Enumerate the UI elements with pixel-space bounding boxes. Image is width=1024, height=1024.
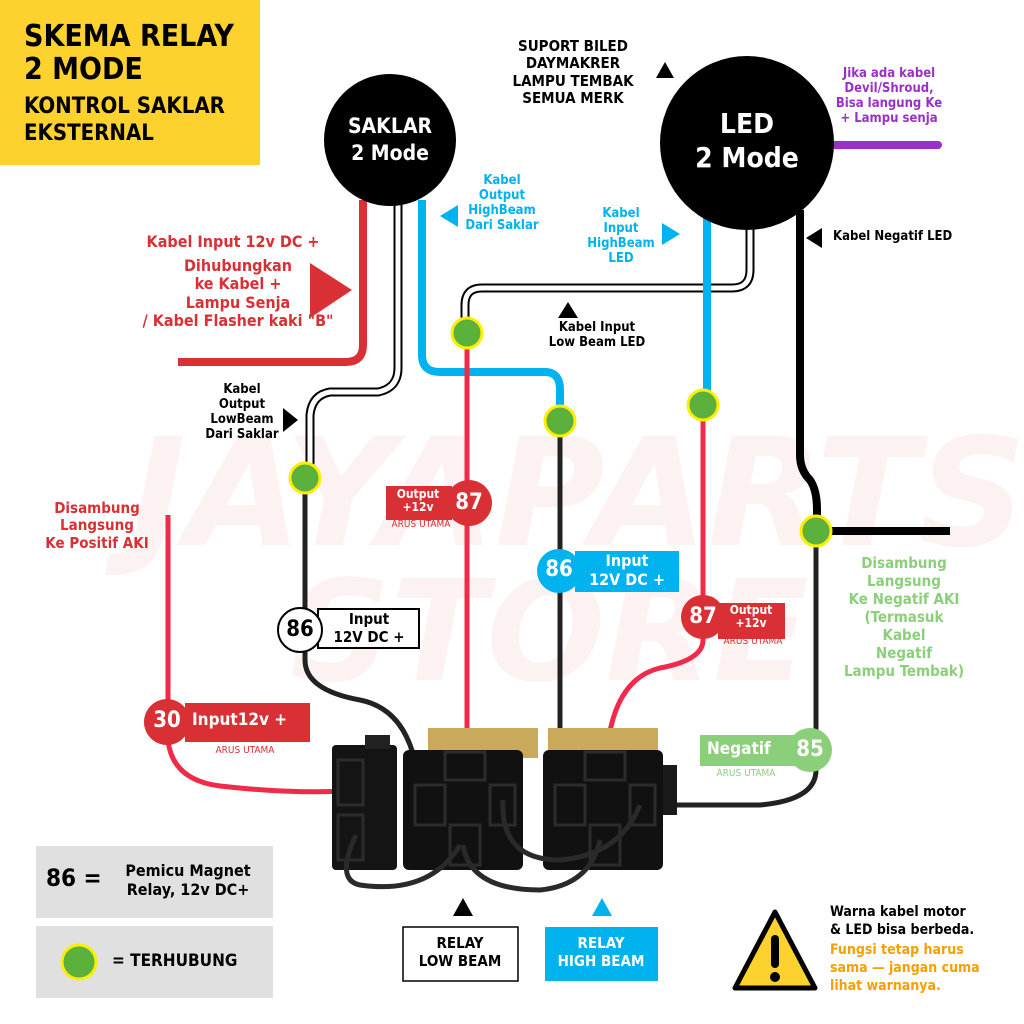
arrow-left-icon <box>806 228 822 248</box>
pin-87-low-number: 87 <box>455 490 483 515</box>
relay-high-label-box <box>545 927 658 981</box>
relay-block <box>332 728 677 893</box>
badge-87-high-circle <box>681 595 725 639</box>
connection-dot <box>686 388 720 422</box>
label-input-lowbeam-led: Kabel Input Low Beam LED <box>548 320 646 350</box>
led-title: LED <box>719 107 775 140</box>
legend-dot <box>60 943 98 981</box>
connection-dot <box>450 316 484 350</box>
triangle-up-icon <box>656 62 674 78</box>
pin-86-low-label: Input 12V DC + <box>333 610 405 646</box>
triangle-up-icon <box>453 898 473 916</box>
relay-low-label-box <box>402 926 519 982</box>
badge-86-low-circle <box>277 607 323 653</box>
pin-87-low-label: Output +12v <box>396 487 440 515</box>
label-output-highbeam-saklar: Kabel Output HighBeam Dari Saklar <box>465 173 539 233</box>
wire-red-87-high <box>603 405 706 766</box>
title-line-3: KONTROL SAKLAR <box>24 94 225 119</box>
connection-dot <box>288 461 322 495</box>
badge-86-high-circle <box>537 549 581 593</box>
badge-87-low-box <box>386 486 452 520</box>
wire-black-negative-led <box>796 210 950 535</box>
wire-white-lowbeam <box>307 200 401 478</box>
label-input-12v-title: Kabel Input 12v DC + <box>146 232 320 251</box>
relay-high-beam-socket <box>543 750 663 870</box>
arrow-right-icon <box>310 263 352 318</box>
triangle-up-icon <box>592 898 612 916</box>
pin-85-number: 85 <box>796 737 824 762</box>
title-line-2: 2 MODE <box>24 52 143 87</box>
label-positif-aki: Disambung Langsung Ke Positif AKI <box>45 499 149 552</box>
pin-86-high-number: 86 <box>545 557 573 582</box>
wire-red-30 <box>165 515 361 795</box>
support-note: SUPORT BILED DAYMAKRER LAMPU TEMBAK SEMU… <box>512 37 634 107</box>
relay-high-label: RELAY HIGH BEAM <box>557 934 645 970</box>
label-negatif-led: Kabel Negatif LED <box>833 229 953 244</box>
saklar-title: SAKLAR <box>347 114 433 138</box>
saklar-circle <box>324 74 456 206</box>
arrow-right-icon <box>662 223 680 245</box>
badge-86-high-box <box>575 551 679 592</box>
wire-white-lowbeam-led <box>462 225 753 333</box>
legend-86-desc: Pemicu Magnet Relay, 12v DC+ <box>125 861 251 900</box>
pin-85-label: Negatif <box>707 739 771 759</box>
connection-dot <box>543 404 577 438</box>
warning-triangle-icon <box>732 909 818 991</box>
pin-30-label: Input12v + <box>192 710 288 730</box>
connection-dot <box>799 514 833 548</box>
wire-blue-highbeam-saklar <box>418 200 564 421</box>
title-line-4: EKSTERNAL <box>24 121 154 146</box>
connection-dots <box>288 316 833 548</box>
warning-highlight: Fungsi tetap harus sama — jangan cuma li… <box>830 942 980 994</box>
pin-87-high-label: Output +12v <box>729 603 773 631</box>
wire-red-input <box>178 200 367 366</box>
pin-86-low-number: 86 <box>286 617 314 642</box>
pin-30-number: 30 <box>153 708 181 733</box>
pin-30-sub: ARUS UTAMA <box>215 745 275 756</box>
wire-black-86-low <box>302 478 421 781</box>
relay-low-beam-socket <box>403 750 523 870</box>
title-line-1: SKEMA RELAY <box>24 19 234 54</box>
badge-30-box <box>185 703 310 742</box>
legend-86-box <box>36 846 273 918</box>
arrow-left-icon <box>440 205 458 227</box>
label-input-12v-desc: Dihubungkan ke Kabel + Lampu Senja / Kab… <box>142 256 334 331</box>
label-negatif-aki: Disambung Langsung Ke Negatif AKI (Terma… <box>843 554 965 680</box>
led-subtitle: 2 Mode <box>695 141 799 174</box>
pin-87-high-number: 87 <box>689 604 717 629</box>
label-output-lowbeam-saklar: Kabel Output LowBeam Dari Saklar <box>205 382 279 442</box>
led-circle <box>660 56 834 230</box>
legend-dot-text: = TERHUBUNG <box>112 951 238 971</box>
legend-86-number: 86 = <box>46 864 102 892</box>
title-box <box>0 0 260 165</box>
pin-85-sub: ARUS UTAMA <box>716 768 776 779</box>
badge-85-circle <box>788 728 832 772</box>
label-input-highbeam-led: Kabel Input HighBeam LED <box>587 206 655 266</box>
arrow-right-icon <box>283 408 298 432</box>
badge-30-circle <box>144 699 190 745</box>
badge-86-low-box <box>317 608 420 649</box>
badge-87-low-circle <box>446 480 492 526</box>
saklar-subtitle: 2 Mode <box>351 141 429 165</box>
connector-30 <box>332 745 397 870</box>
badge-87-high-box <box>718 603 785 639</box>
warning-text: Warna kabel motor & LED bisa berbeda. <box>830 904 975 938</box>
purple-note: Jika ada kabel Devil/Shroud, Bisa langun… <box>835 66 943 126</box>
pin-87-low-sub: ARUS UTAMA <box>391 519 451 530</box>
pin-86-high-label: Input 12V DC + <box>589 551 665 590</box>
pin-87-high-sub: ARUS UTAMA <box>723 636 783 647</box>
relay-low-label: RELAY LOW BEAM <box>418 934 502 970</box>
triangle-up-icon <box>558 302 578 318</box>
badge-85-box <box>700 735 800 766</box>
